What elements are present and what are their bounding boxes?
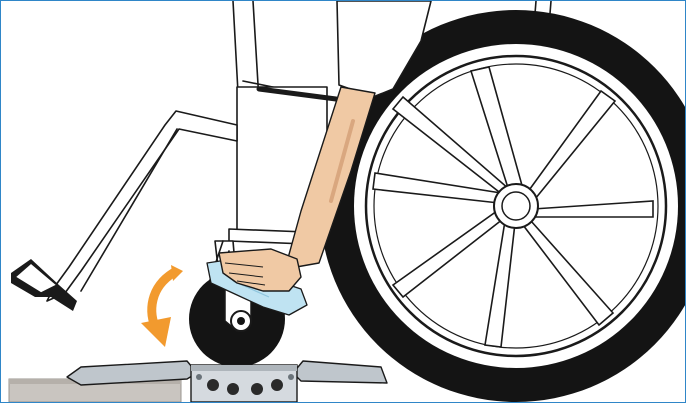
- rotation-arrow-icon: [141, 265, 183, 347]
